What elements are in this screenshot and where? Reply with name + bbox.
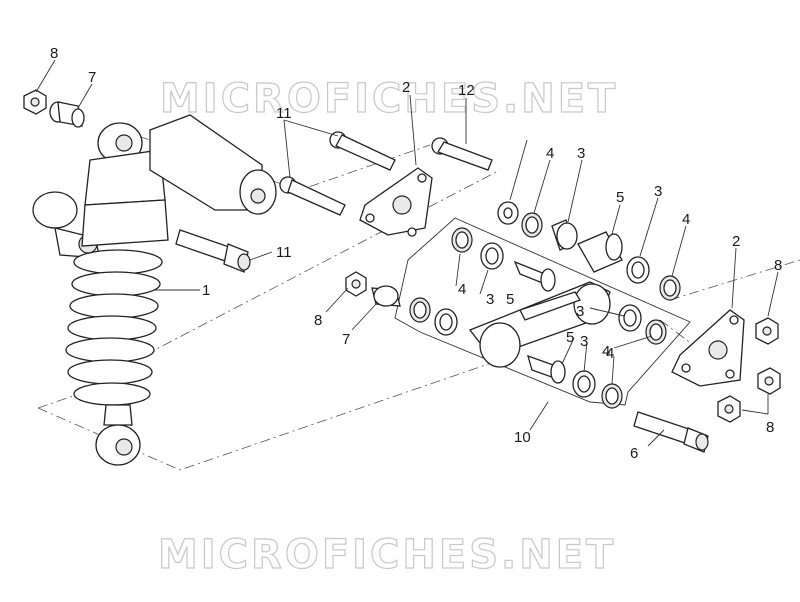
seal-4-inner-left bbox=[409, 297, 431, 323]
callout-5-inner: 5 bbox=[506, 291, 514, 308]
nut-right-top bbox=[755, 317, 779, 345]
callout-10: 11 bbox=[276, 244, 292, 261]
watermark-top: MICROFICHES.NET bbox=[160, 76, 618, 122]
linkage-rocker-9 bbox=[468, 281, 611, 368]
bearing-3-inner-right bbox=[618, 304, 642, 332]
linkage-group-outline bbox=[394, 217, 691, 406]
callout-3-inner-right: 3 bbox=[576, 303, 584, 320]
callout-3-right: 3 bbox=[654, 183, 662, 200]
callout-5-lower: 5 bbox=[566, 329, 574, 346]
callout-4-lower: 4 bbox=[606, 345, 614, 362]
nut-right-lower bbox=[717, 395, 741, 423]
seal-4-right bbox=[659, 275, 681, 301]
callout-6: 6 bbox=[630, 445, 638, 462]
seal-4-inner-right bbox=[645, 319, 667, 345]
leader-lines bbox=[35, 59, 779, 447]
callout-4-inner: 4 bbox=[458, 281, 466, 298]
callout-labels: 8 7 1 11 11 12 2 4 3 5 3 4 2 8 8 6 8 7 4… bbox=[50, 45, 782, 462]
callout-4-top: 4 bbox=[546, 145, 554, 162]
bearing-3-inner-left bbox=[434, 308, 458, 336]
bushing-top-left bbox=[49, 101, 85, 128]
bolt-11-left bbox=[279, 176, 346, 216]
bearing-3-inner bbox=[480, 242, 504, 270]
sleeve-5-inner bbox=[513, 260, 556, 292]
shock-absorber bbox=[32, 114, 277, 466]
seal-4-inner-top bbox=[451, 227, 473, 253]
seal-4-top bbox=[521, 212, 543, 238]
bolt-11-center bbox=[329, 131, 396, 171]
bolt-10 bbox=[175, 229, 251, 273]
callout-3-lower: 3 bbox=[580, 333, 588, 350]
bolt-11-right bbox=[431, 137, 493, 171]
seal-4-lower bbox=[601, 383, 623, 409]
plate-2-left bbox=[359, 167, 433, 237]
plate-2-right bbox=[671, 309, 745, 387]
washer-12 bbox=[497, 201, 519, 225]
callout-8-middle: 8 bbox=[314, 312, 322, 329]
sleeve-5-lower bbox=[527, 354, 566, 384]
callout-3-top: 3 bbox=[577, 145, 585, 162]
callout-11-left: 11 bbox=[276, 105, 292, 122]
bushing-middle bbox=[371, 285, 401, 307]
watermark-bottom: MICROFICHES.NET bbox=[158, 532, 616, 578]
callout-5-top: 5 bbox=[616, 189, 624, 206]
callout-7-middle: 7 bbox=[342, 331, 350, 348]
nut-right-bottom bbox=[757, 367, 781, 395]
bearing-3-top bbox=[551, 219, 578, 251]
callout-7-top-left: 7 bbox=[88, 69, 96, 86]
sleeve-5-top bbox=[577, 231, 623, 273]
callout-9: 10 bbox=[514, 429, 531, 446]
bearing-3-lower bbox=[572, 370, 596, 398]
bearing-3-right bbox=[626, 256, 650, 284]
callout-2-right: 2 bbox=[732, 233, 740, 250]
callout-8-top-left: 8 bbox=[50, 45, 58, 62]
callout-8-right-bottom: 8 bbox=[766, 419, 774, 436]
callout-4-inner-right: 4 bbox=[602, 343, 610, 360]
nut-top-left bbox=[23, 89, 47, 115]
callout-4-right: 4 bbox=[682, 211, 690, 228]
nut-middle bbox=[345, 271, 367, 297]
callout-1: 1 bbox=[202, 282, 210, 299]
callout-11-right: 12 bbox=[458, 82, 475, 99]
callout-2-left: 2 bbox=[402, 79, 410, 96]
callout-3-inner: 3 bbox=[486, 291, 494, 308]
bolt-6 bbox=[633, 411, 709, 453]
callout-8-right-top: 8 bbox=[774, 257, 782, 274]
